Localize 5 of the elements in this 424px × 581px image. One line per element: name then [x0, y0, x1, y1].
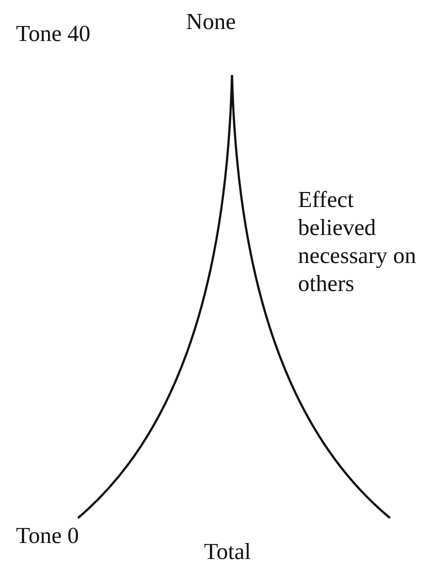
- axis-label: Total: [204, 538, 251, 566]
- axis-label: None: [186, 8, 236, 36]
- annotation-text: Effect believed necessary on others: [298, 186, 418, 298]
- axis-label: Tone 40: [16, 20, 90, 48]
- axis-label: Tone 0: [16, 522, 79, 550]
